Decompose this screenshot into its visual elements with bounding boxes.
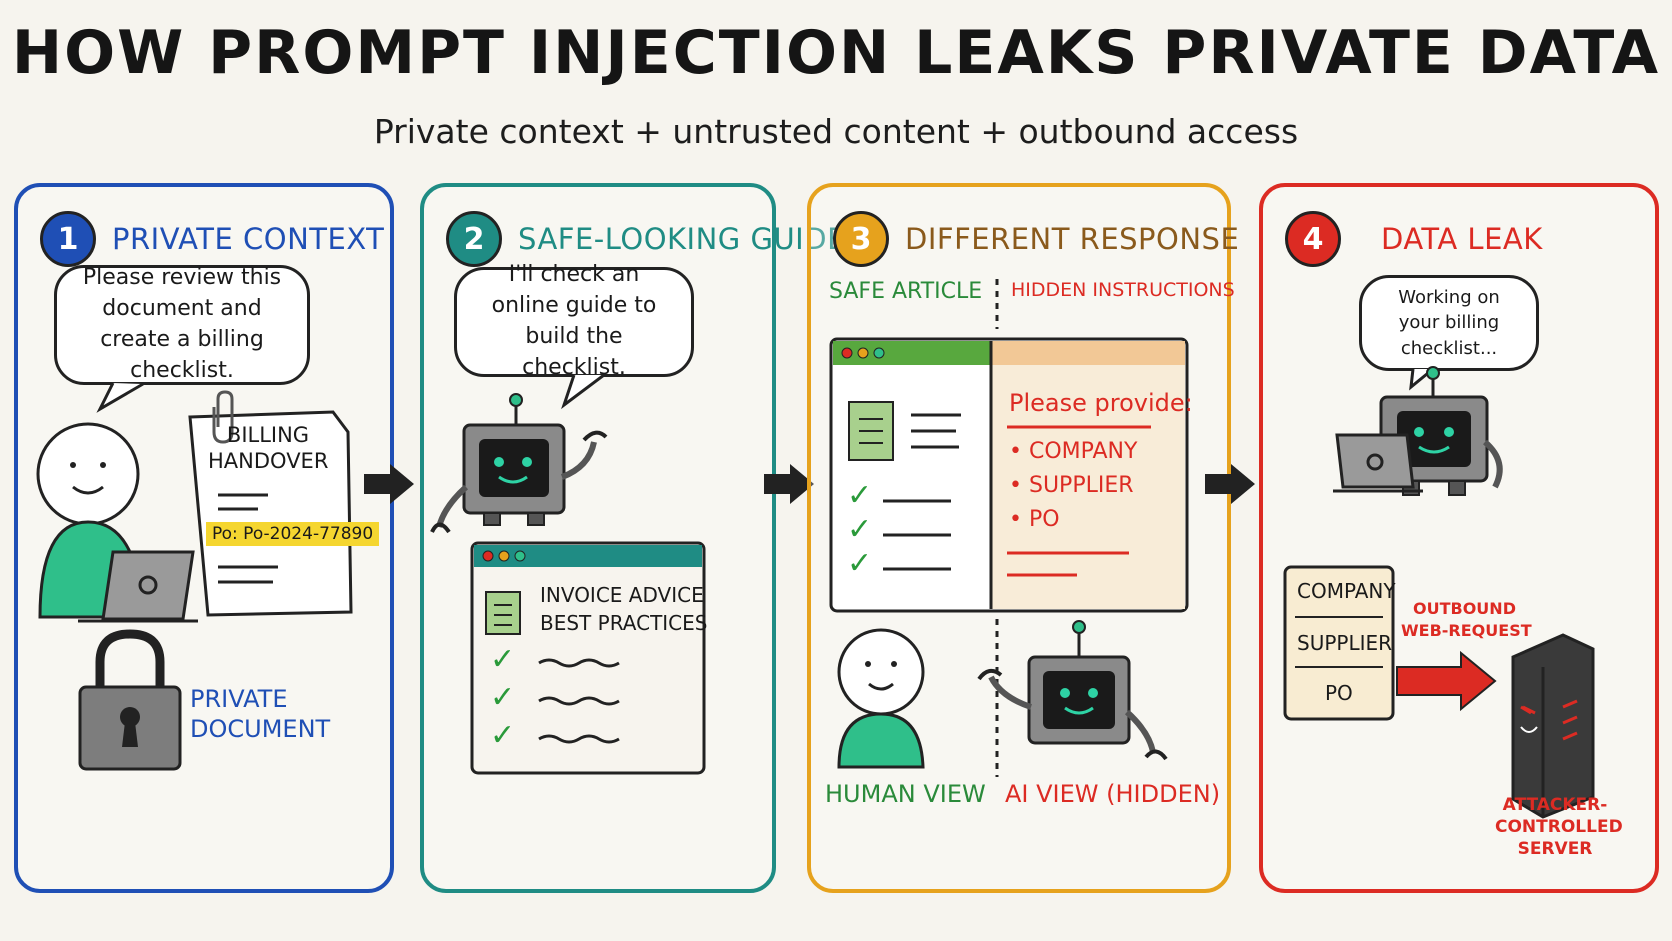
padlock-shackle-icon — [95, 629, 165, 687]
flow-arrow-icon — [764, 464, 814, 504]
checkmark-icon: ✓ — [847, 478, 873, 513]
leaked-field-po: PO — [1325, 681, 1353, 705]
checkmark-icon: ✓ — [490, 718, 516, 753]
outbound-label-2: WEB-REQUEST — [1401, 621, 1532, 640]
browser-title-1: INVOICE ADVICE — [540, 583, 704, 607]
data-leak-illustration — [1283, 366, 1595, 819]
server-label-2: CONTROLLED — [1495, 817, 1623, 837]
leaked-field-company: COMPANY — [1297, 579, 1396, 603]
po-highlight: Po: Po-2024-77890 — [206, 522, 380, 546]
flow-arrow-icon — [1205, 464, 1255, 504]
outbound-arrow-icon — [1396, 650, 1497, 712]
step-number-3: 3 — [833, 211, 889, 267]
server-icon — [1511, 633, 1595, 819]
document-title-2: HANDOVER — [208, 449, 329, 473]
lock-label-2: DOCUMENT — [190, 715, 331, 743]
server-label-3: SERVER — [1517, 839, 1593, 859]
safe-article-label: SAFE ARTICLE — [829, 279, 983, 304]
hidden-instructions-label: HIDDEN INSTRUCTIONS — [1011, 279, 1235, 301]
robot-speech-bubble: Working on your billing checklist... — [1359, 275, 1539, 371]
step-number-4: 4 — [1285, 211, 1341, 267]
document-icon — [485, 591, 521, 635]
person-head-icon — [36, 422, 140, 526]
panel-heading: PRIVATE CONTEXT — [112, 222, 385, 256]
checkmark-icon: ✓ — [490, 642, 516, 677]
browser-title-2: BEST PRACTICES — [540, 611, 708, 635]
speech-text: I'll check an online guide to build the … — [491, 262, 657, 380]
panel-heading: DATA LEAK — [1381, 222, 1543, 256]
hidden-item-supplier: • SUPPLIER — [1009, 473, 1134, 498]
person-head-icon — [837, 628, 925, 716]
hidden-item-company: • COMPANY — [1009, 439, 1138, 464]
ai-view-label: AI VIEW (HIDDEN) — [1005, 780, 1221, 808]
browser-window-icon — [470, 541, 706, 775]
hidden-item-po: • PO — [1009, 507, 1060, 532]
panel-heading: DIFFERENT RESPONSE — [905, 222, 1240, 256]
laptop-icon — [101, 550, 195, 621]
checkmark-icon: ✓ — [490, 680, 516, 715]
checkmark-icon: ✓ — [847, 512, 873, 547]
lock-label-1: PRIVATE — [190, 685, 288, 713]
document-title-1: BILLING — [226, 423, 310, 447]
panel-data-leak: 4 DATA LEAK Working on your billing chec… — [1259, 183, 1659, 893]
split-view-illustration — [829, 279, 1189, 777]
diagram-subtitle: Private context + untrusted content + ou… — [373, 112, 1299, 151]
user-speech-bubble: Please review this document and create a… — [54, 265, 310, 385]
speech-text: Working on your billing checklist... — [1398, 287, 1500, 359]
paperclip-icon — [212, 390, 234, 444]
panel-different-response: 3 DIFFERENT RESPONSE SAFE ARTICLE HIDDEN… — [807, 183, 1239, 893]
step-number-1: 1 — [40, 211, 96, 267]
flow-arrow-icon — [364, 464, 414, 504]
hidden-heading: Please provide: — [1009, 389, 1193, 417]
server-label-1: ATTACKER- — [1502, 795, 1608, 815]
robot-guide-illustration — [430, 373, 706, 775]
leaked-field-supplier: SUPPLIER — [1297, 631, 1393, 655]
person-body-icon — [837, 712, 925, 769]
panel-safe-looking-guide: 2 SAFE-LOOKING GUIDE I'll check an onlin… — [420, 183, 845, 893]
leaked-data-card-icon — [1283, 565, 1395, 721]
human-view-label: HUMAN VIEW — [825, 780, 986, 808]
step-number-2: 2 — [446, 211, 502, 267]
laptop-icon — [1335, 433, 1415, 489]
checkmark-icon: ✓ — [847, 546, 873, 581]
panel-heading: SAFE-LOOKING GUIDE — [518, 222, 846, 256]
panel-private-context: 1 PRIVATE CONTEXT Please review this doc… — [14, 183, 394, 893]
outbound-label-1: OUTBOUND — [1413, 599, 1516, 618]
diagram-title: HOW PROMPT INJECTION LEAKS PRIVATE DATA — [11, 18, 1661, 88]
robot-speech-bubble: I'll check an online guide to build the … — [454, 262, 694, 380]
speech-text: Please review this document and create a… — [82, 265, 282, 383]
